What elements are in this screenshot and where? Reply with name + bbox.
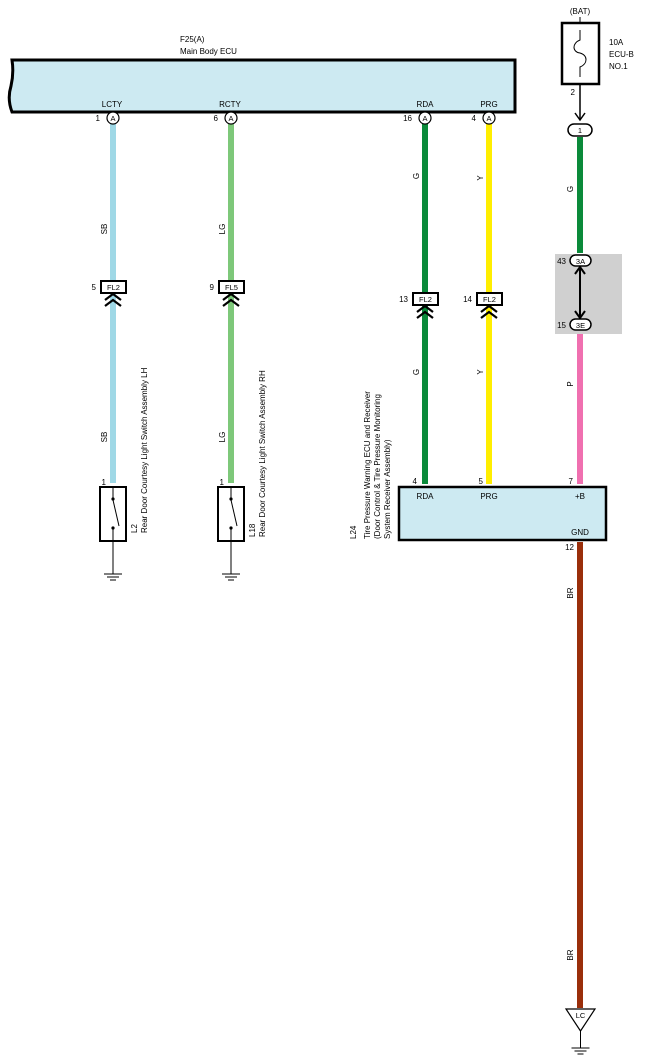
wire-code-lcty-bottom: SB bbox=[100, 432, 109, 443]
tpms-receiver-l24: L24 Tire Pressure Warning ECU and Receiv… bbox=[349, 391, 608, 552]
ground-point-lc: LC bbox=[564, 1008, 597, 1055]
wire-code-lcty-top: SB bbox=[100, 224, 109, 235]
fuse-rating: 10A bbox=[609, 38, 624, 47]
tpms-term-prg: PRG bbox=[480, 492, 497, 501]
svg-text:7: 7 bbox=[569, 477, 574, 486]
switch-l18-name: Rear Door Courtesy Light Switch Assembly… bbox=[258, 370, 267, 537]
wire-code-ground-top: BR bbox=[566, 587, 575, 598]
wire-code-rcty-bottom: LG bbox=[218, 432, 227, 443]
ecu-term-rcty: RCTY bbox=[219, 100, 241, 109]
svg-text:15: 15 bbox=[557, 321, 566, 330]
ecu-pin-prg: A 4 bbox=[472, 111, 496, 125]
inline-connector-fl2-prg: FL2 14 bbox=[463, 292, 503, 319]
wire-code-rda-top: G bbox=[412, 173, 421, 179]
svg-text:3A: 3A bbox=[576, 257, 585, 266]
switch-l18-code: L18 bbox=[248, 523, 257, 537]
ecu-term-prg: PRG bbox=[480, 100, 497, 109]
fuse-ecu-b-no1: (BAT) 10A ECU-B NO.1 2 bbox=[560, 7, 634, 122]
ecu-term-rda: RDA bbox=[417, 100, 435, 109]
switch-l18-rear-door-rh: 1 L18 Rear Door Courtesy Light Switch As… bbox=[217, 370, 267, 581]
svg-text:FL2: FL2 bbox=[483, 295, 496, 304]
svg-text:FL2: FL2 bbox=[107, 283, 120, 292]
wire-code-power-green: G bbox=[566, 186, 575, 192]
inline-connector-fl2-rda: FL2 13 bbox=[399, 292, 439, 319]
main-body-ecu: F25(A) Main Body ECU LCTY RCTY RDA PRG bbox=[7, 35, 517, 114]
svg-text:A: A bbox=[110, 114, 115, 123]
wire-code-power-pink: P bbox=[566, 381, 575, 386]
svg-text:16: 16 bbox=[403, 114, 412, 123]
switch-l2-rear-door-lh: 1 L2 Rear Door Courtesy Light Switch Ass… bbox=[99, 367, 149, 581]
switch-l2-code: L2 bbox=[130, 524, 139, 533]
ecu-box bbox=[7, 58, 517, 114]
fuse-pin: 2 bbox=[571, 88, 576, 97]
wire-code-rda-bottom: G bbox=[412, 369, 421, 375]
svg-text:12: 12 bbox=[565, 543, 574, 552]
tpms-name-1: Tire Pressure Warning ECU and Receiver bbox=[363, 391, 372, 539]
tpms-code: L24 bbox=[349, 525, 358, 539]
tpms-box bbox=[397, 485, 608, 542]
wire-code-ground-bottom: BR bbox=[566, 949, 575, 960]
tpms-term-rda: RDA bbox=[417, 492, 435, 501]
svg-text:4: 4 bbox=[413, 477, 418, 486]
tpms-name-2: (Door Control & Tire Pressure Monitoring bbox=[373, 394, 382, 539]
junction-connector-1: 1 bbox=[567, 123, 593, 137]
svg-text:3E: 3E bbox=[576, 321, 585, 330]
svg-text:A: A bbox=[486, 114, 491, 123]
ecu-name-label: Main Body ECU bbox=[180, 47, 237, 56]
svg-text:A: A bbox=[422, 114, 427, 123]
svg-text:4: 4 bbox=[472, 114, 477, 123]
svg-text:13: 13 bbox=[399, 295, 408, 304]
switch-l2-name: Rear Door Courtesy Light Switch Assembly… bbox=[140, 367, 149, 533]
inline-connector-fl2-lcty: FL2 5 bbox=[92, 280, 127, 307]
ecu-pin-rcty: A 6 bbox=[214, 111, 238, 125]
svg-text:1: 1 bbox=[220, 478, 225, 487]
inline-connector-fl5-rcty: FL5 9 bbox=[210, 280, 245, 307]
svg-text:14: 14 bbox=[463, 295, 472, 304]
fuse-name-2: NO.1 bbox=[609, 62, 628, 71]
wire-code-prg-bottom: Y bbox=[476, 369, 485, 375]
wire-code-prg-top: Y bbox=[476, 175, 485, 181]
svg-text:1: 1 bbox=[102, 478, 107, 487]
svg-text:1: 1 bbox=[578, 126, 582, 135]
svg-text:FL5: FL5 bbox=[225, 283, 238, 292]
battery-label: (BAT) bbox=[570, 7, 591, 16]
ecu-pin-rda: A 16 bbox=[403, 111, 432, 125]
svg-text:A: A bbox=[228, 114, 233, 123]
ecu-term-lcty: LCTY bbox=[102, 100, 123, 109]
tpms-name-3: System Receiver Assembly) bbox=[383, 439, 392, 539]
wire-code-rcty-top: LG bbox=[218, 224, 227, 235]
tpms-term-b: +B bbox=[575, 492, 585, 501]
junction-block: 3A 43 3E 15 bbox=[555, 254, 622, 334]
svg-text:FL2: FL2 bbox=[419, 295, 432, 304]
ecu-connector-label: F25(A) bbox=[180, 35, 205, 44]
svg-text:LC: LC bbox=[576, 1011, 586, 1020]
svg-text:9: 9 bbox=[210, 283, 215, 292]
svg-text:1: 1 bbox=[96, 114, 101, 123]
svg-text:6: 6 bbox=[214, 114, 219, 123]
fuse-name-1: ECU-B bbox=[609, 50, 634, 59]
svg-text:5: 5 bbox=[92, 283, 97, 292]
svg-text:43: 43 bbox=[557, 257, 566, 266]
ecu-pin-lcty: A 1 bbox=[96, 111, 120, 125]
svg-text:5: 5 bbox=[479, 477, 484, 486]
tpms-term-gnd: GND bbox=[571, 528, 589, 537]
